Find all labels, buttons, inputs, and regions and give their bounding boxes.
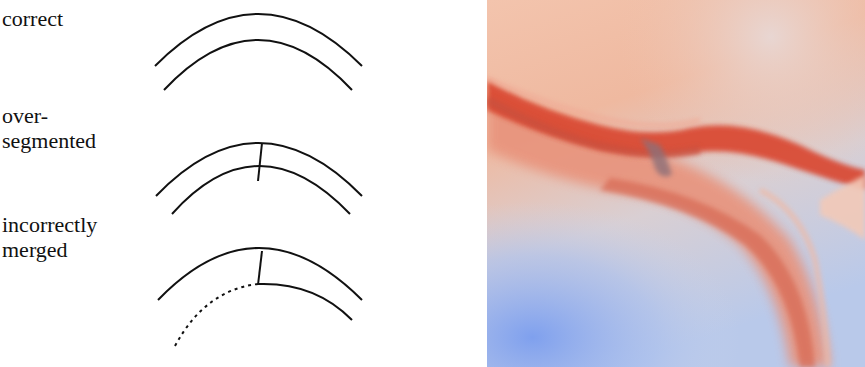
surface-render: [487, 0, 865, 367]
row-label: incorrectly merged: [2, 212, 120, 262]
row-label: correct: [2, 6, 142, 31]
row-label: over- segmented: [2, 103, 112, 153]
arc-sketches: [155, 14, 362, 346]
